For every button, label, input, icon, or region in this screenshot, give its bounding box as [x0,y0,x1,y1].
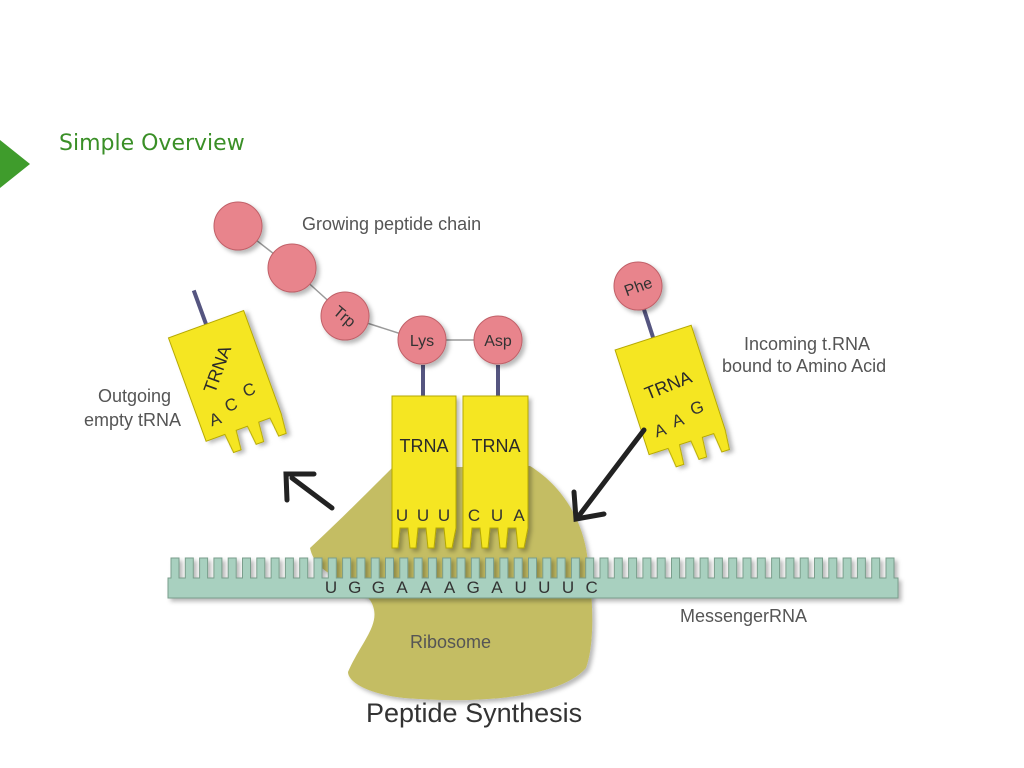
outgoing-trna-label-line1: Outgoing [98,386,171,406]
amino-acid-asp [473,315,523,365]
mrna-base: A [444,578,456,597]
amino-acid-phe [613,261,663,311]
trna-label: TRNA [472,436,521,456]
growing-peptide-chain: Trp Lys Asp [213,201,523,365]
messenger-rna-strand [167,557,899,599]
messenger-rna-label: MessengerRNA [680,606,807,626]
slide-title: Simple Overview [59,131,245,156]
anticodon-base: A [513,506,525,525]
diagram-caption: Peptide Synthesis [366,698,582,728]
left-site-trna: TRNA U U U [391,365,457,549]
trna-label: TRNA [400,436,449,456]
right-site-trna: TRNA C U A [462,365,529,549]
amino-acid-lys [397,315,447,365]
incoming-trna-label-line1: Incoming t.RNA [744,334,870,354]
mrna-base: C [586,578,598,597]
anticodon-base: C [468,506,480,525]
ribosome-label: Ribosome [410,632,491,652]
mrna-base: G [372,578,385,597]
incoming-trna: TRNA A A G [614,304,731,468]
mrna-base: G [348,578,361,597]
amino-acid-trp [320,291,370,341]
anticodon-base: U [417,506,429,525]
mrna-base: G [467,578,480,597]
mrna-base: U [562,578,574,597]
lys-label: Lys [410,333,434,350]
asp-label: Asp [484,333,512,350]
anticodon-base: U [396,506,408,525]
anticodon-base: C [240,379,258,401]
anticodon-base: C [222,394,240,416]
anticodon-base: U [438,506,450,525]
anticodon-base: U [491,506,503,525]
amino-acid-bead [213,201,263,251]
mrna-base: U [538,578,550,597]
anticodon-base: G [688,397,706,419]
incoming-trna-label-line2: bound to Amino Acid [722,356,886,376]
mrna-base: U [514,578,526,597]
entry-arrow [571,427,647,522]
slide-bullet-marker [0,140,30,188]
mrna-base: A [420,578,432,597]
exit-arrow [283,471,335,511]
mrna-base: A [491,578,503,597]
outgoing-trna-label-line2: empty tRNA [84,410,181,430]
growing-chain-label: Growing peptide chain [302,214,481,234]
outgoing-trna: TRNA A C C [167,289,287,454]
mrna-base: U [325,578,337,597]
amino-acid-bead [267,243,317,293]
mrna-base: A [396,578,408,597]
